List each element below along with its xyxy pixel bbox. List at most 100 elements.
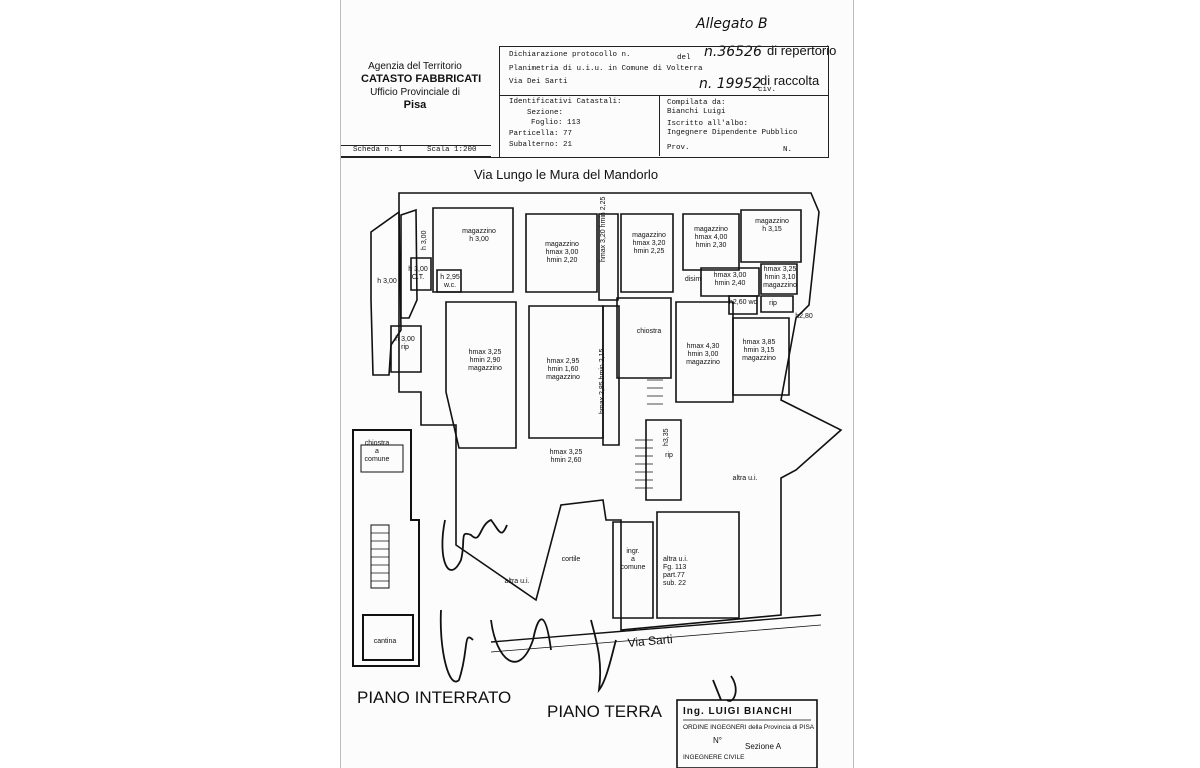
ct-height-label: h 3,00: [421, 230, 428, 250]
wall-big1: [445, 301, 517, 449]
stair-corridor: [647, 379, 663, 405]
wall-wc2: [436, 269, 462, 293]
cadastral-plan-sheet: Allegato B n.36526 di repertorio n. 1995…: [340, 0, 854, 768]
agency-catasto: CATASTO FABBRICATI: [361, 73, 482, 85]
compilatore-name: Bianchi Luigi: [667, 108, 726, 116]
altra-right-label: altra u.i.: [732, 475, 758, 482]
planimetria-label: Planimetria di u.i.u. in Comune di Volte…: [509, 65, 703, 73]
wall-mag3: [620, 213, 674, 293]
rip-label: rip: [665, 452, 673, 459]
signature-stamp-mark: [712, 675, 737, 702]
repertorio-number: n.36526: [704, 44, 762, 60]
header-divider: [499, 95, 828, 96]
foglio-label: Foglio: 113: [531, 119, 581, 127]
basement-stair: [370, 524, 390, 589]
cantina-label: cantina: [373, 638, 397, 645]
compilata-label: Compilata da:: [667, 99, 726, 107]
floor-terra-label: PIANO TERRA: [547, 702, 662, 721]
wall-narrow: [598, 213, 619, 301]
wall-rip-left: [390, 325, 422, 373]
wall-mag8: [732, 317, 790, 396]
wall-mag4: [682, 213, 740, 271]
wall-mag6: [760, 263, 798, 295]
floor-plan-drawing: [352, 192, 843, 768]
del-label: del: [677, 54, 691, 62]
wall-rip: [645, 419, 682, 501]
raccolta-number: n. 19952: [699, 76, 762, 92]
header-bottom-rule: [341, 157, 827, 158]
sezione-label: Sezione:: [527, 109, 564, 117]
raccolta-label: di raccolta: [760, 73, 820, 88]
narrow-label: hmax 3,20 hmin 2,25: [600, 196, 607, 262]
allegato-label: Allegato B: [696, 16, 768, 32]
agency-block: Agenzia del Territorio CATASTO FABBRICAT…: [361, 60, 482, 112]
stamp-order: ORDINE INGEGNERI della Provincia di PISA: [683, 724, 815, 731]
civ-label: civ.: [758, 86, 777, 94]
agency-office: Ufficio Provinciale di: [370, 87, 460, 98]
wall-ct: [410, 257, 432, 291]
wall-dis: [700, 267, 760, 297]
particella-label: Particella: 77: [509, 130, 573, 138]
scala-label: Scala 1:200: [427, 146, 477, 154]
n-label: N.: [783, 146, 793, 154]
header-divider-v: [659, 95, 660, 156]
basement-court: [360, 444, 404, 473]
dichiarazione-label: Dichiarazione protocollo n.: [509, 51, 631, 59]
wall-mag2: [525, 213, 598, 293]
identificativi-label: Identificativi Catastali:: [509, 98, 622, 106]
wc-label: h2,60 wc: [729, 299, 758, 306]
stamp-title: INGEGNERE CIVILE: [683, 754, 745, 761]
iscritto-label: Iscritto all'albo:: [667, 120, 749, 128]
corridor-label: hmax 2,85 hmin 2,15: [599, 348, 606, 414]
wall-mag5: [740, 209, 802, 263]
stamp-section: Sezione A: [745, 742, 782, 751]
left-annex-inner: [370, 210, 402, 376]
agency-name: Agenzia del Territorio: [368, 61, 462, 72]
wall-corridor: [602, 305, 620, 446]
address-label: Via Dei Sarti: [509, 78, 568, 86]
basement-outline: [352, 429, 420, 667]
basement-stair-steps: [371, 532, 389, 582]
stamp-number: N°: [713, 736, 722, 745]
h280-label: h2,80: [795, 313, 813, 320]
rip-height-label: h3,35: [663, 428, 670, 446]
agency-province: Pisa: [403, 99, 427, 111]
via-sarti-line-2: [490, 624, 822, 653]
wall-mag7: [675, 301, 734, 403]
engineer-stamp-box: [676, 699, 818, 768]
signature-4: [590, 619, 617, 694]
wall-ingresso: [612, 521, 654, 619]
chiostra-label: chiostra: [636, 328, 662, 335]
left-annex-wall: [400, 208, 418, 319]
scheda-label: Scheda n. 1: [353, 146, 403, 154]
albo-label: Ingegnere Dipendente Pubblico: [667, 129, 798, 137]
wall-wc: [728, 295, 758, 315]
wall-chiostra: [616, 297, 672, 379]
basement-cantina: [362, 614, 414, 661]
wall-rip-small: [760, 295, 794, 313]
signature-3: [490, 618, 552, 663]
signature-2: [439, 609, 474, 683]
cortile-label: cortile: [561, 556, 581, 563]
altra-left-label: altra u.i.: [504, 578, 530, 585]
stair-main: [635, 439, 653, 489]
signature-1: [441, 518, 508, 571]
left-height-label: h 3,00: [377, 278, 397, 285]
wall-mag1: [432, 207, 514, 293]
